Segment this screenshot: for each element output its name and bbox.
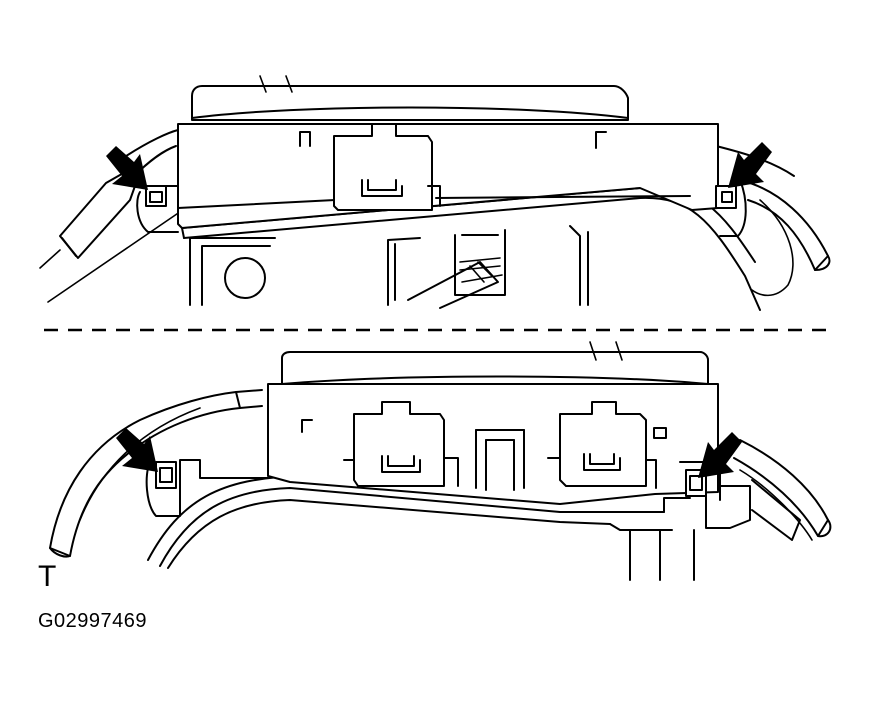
bottom-right-wire-harness — [733, 439, 832, 541]
pointer-arrow-icon — [106, 146, 148, 190]
pointer-arrow-icon — [728, 142, 772, 188]
bottom-left-wire-harness — [49, 389, 263, 558]
top-module-body — [177, 75, 719, 229]
top-right-wire-harness — [715, 145, 831, 297]
bottom-base-rail — [147, 475, 673, 569]
pointer-arrow-icon — [116, 428, 158, 472]
top-right-clip — [715, 179, 747, 237]
bottom-view — [49, 341, 832, 581]
top-left-clip — [136, 185, 179, 233]
bottom-mounting-bracket — [629, 479, 801, 581]
bottom-module-body — [267, 341, 719, 505]
figure-id-label: G02997469 — [38, 610, 148, 632]
pointer-arrow-icon — [698, 432, 742, 478]
top-mounting-bracket — [189, 225, 589, 309]
bottom-left-clip — [145, 459, 269, 517]
top-view — [39, 75, 831, 311]
corner-mark-label: T — [38, 560, 57, 593]
